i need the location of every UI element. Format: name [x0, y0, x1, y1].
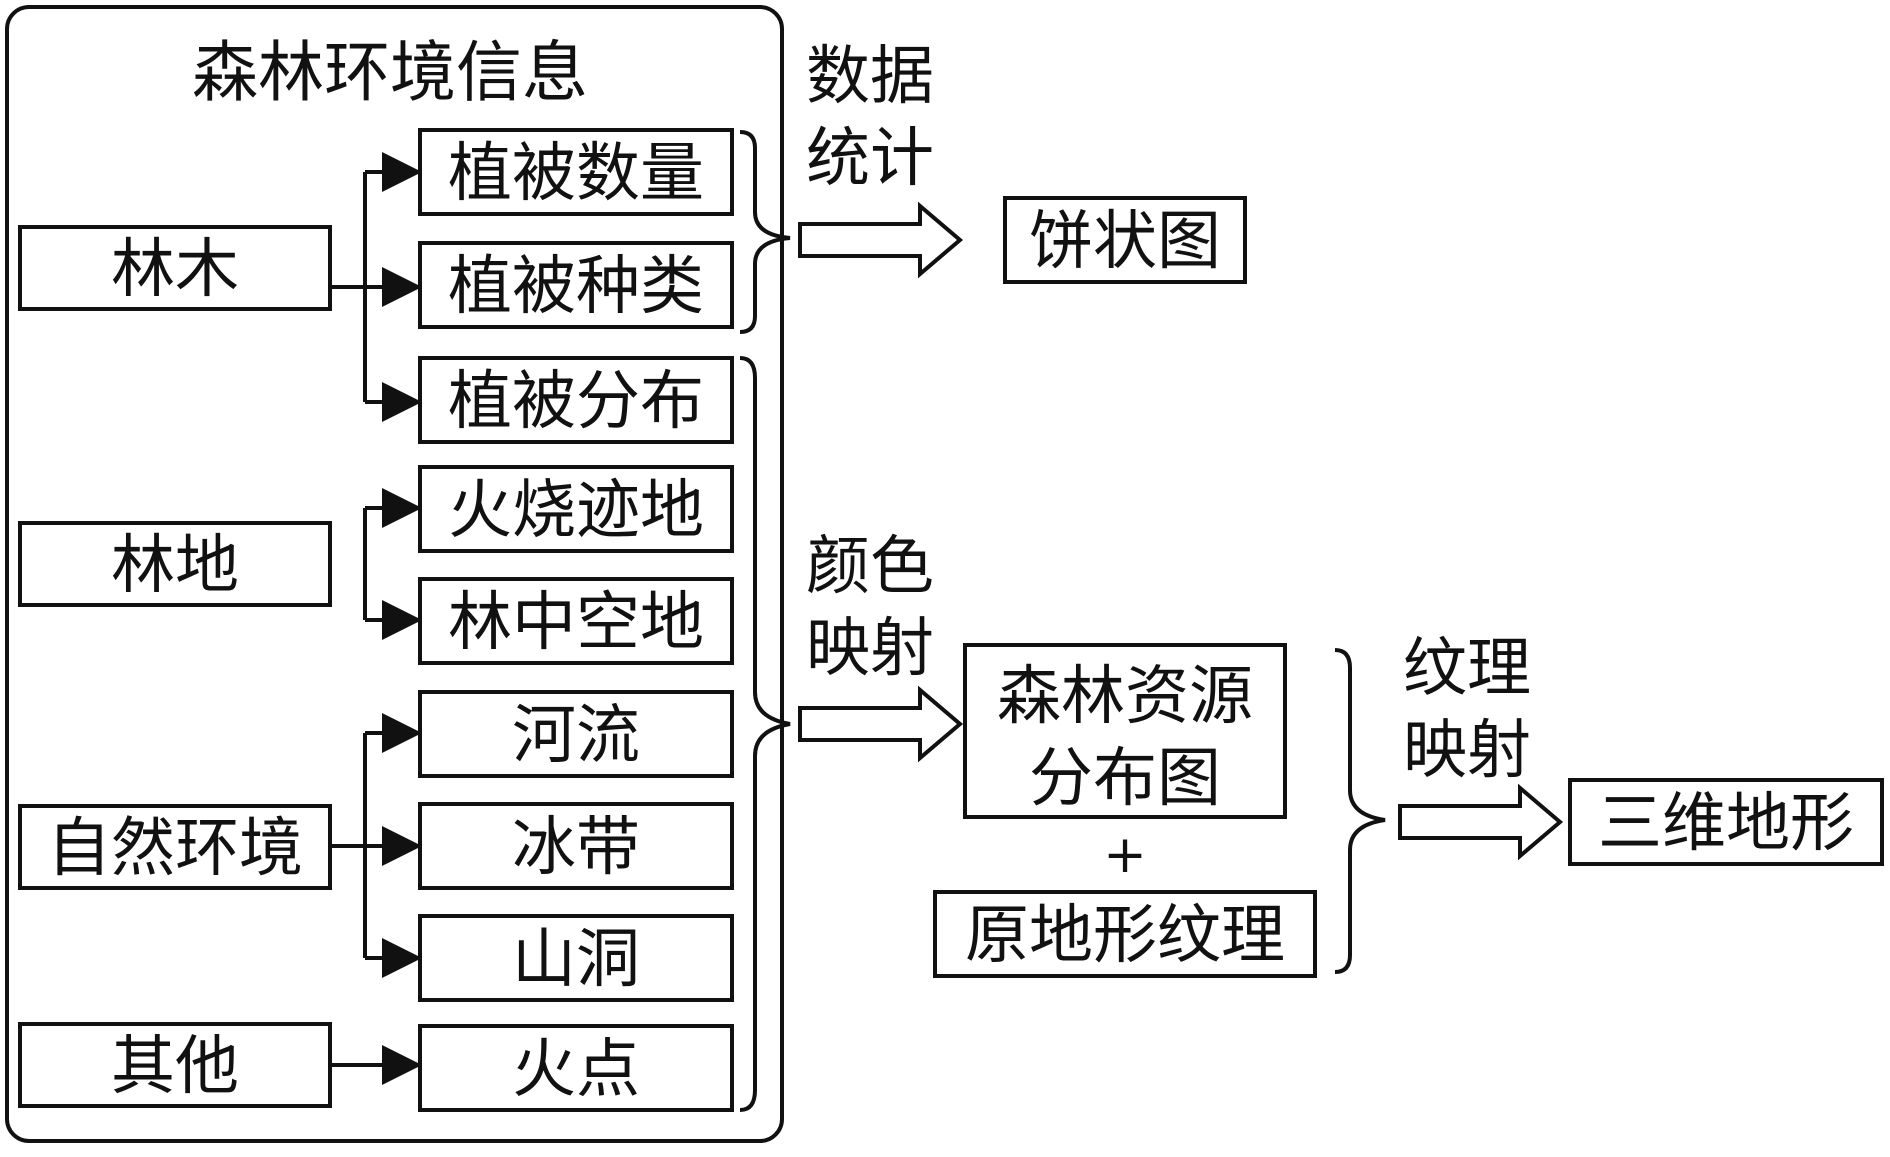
category-natural-env: 自然环境	[18, 804, 332, 890]
output-orig-texture-label: 原地形纹理	[965, 899, 1285, 973]
label-data-stats-line1: 数据	[806, 40, 934, 114]
connector-natural-env	[330, 713, 422, 978]
plus-sign: +	[1103, 825, 1147, 885]
category-forest-trees: 林木	[18, 225, 332, 311]
item-veg-types: 植被种类	[418, 241, 734, 329]
item-burned-land: 火烧迹地	[418, 465, 734, 553]
arrow-to-3d-terrain	[1398, 783, 1564, 861]
category-natural-env-label: 自然环境	[47, 812, 303, 886]
item-veg-distribution: 植被分布	[418, 356, 734, 444]
item-cave-label: 山洞	[512, 923, 640, 997]
item-cave: 山洞	[418, 914, 734, 1002]
output-pie-chart-label: 饼状图	[1029, 205, 1221, 279]
item-fire-point: 火点	[418, 1024, 734, 1112]
item-veg-distribution-label: 植被分布	[448, 365, 704, 439]
output-resource-map: 森林资源 分布图	[963, 643, 1287, 819]
output-3d-terrain: 三维地形	[1568, 778, 1884, 866]
item-clearing: 林中空地	[418, 577, 734, 665]
brace-color-mapping	[739, 356, 791, 1112]
output-resource-map-line1: 森林资源	[997, 660, 1253, 734]
item-burned-land-label: 火烧迹地	[448, 474, 704, 548]
label-data-stats-line2: 统计	[806, 122, 934, 196]
output-pie-chart: 饼状图	[1003, 196, 1247, 284]
item-rivers: 河流	[418, 690, 734, 778]
output-orig-texture: 原地形纹理	[933, 890, 1317, 978]
group-title: 森林环境信息	[192, 34, 588, 111]
connector-forest-land	[363, 488, 422, 640]
brace-texture-mapping	[1334, 648, 1386, 974]
item-fire-point-label: 火点	[512, 1033, 640, 1107]
forest-env-info-group	[5, 5, 784, 1143]
item-glacier: 冰带	[418, 802, 734, 890]
arrow-to-pie-chart	[798, 201, 964, 279]
output-3d-terrain-label: 三维地形	[1598, 787, 1854, 861]
item-veg-types-label: 植被种类	[448, 250, 704, 324]
item-veg-count-label: 植被数量	[448, 137, 704, 211]
label-texture-mapping-line1: 纹理	[1403, 632, 1531, 706]
category-forest-land: 林地	[18, 521, 332, 607]
item-clearing-label: 林中空地	[448, 586, 704, 660]
arrow-to-resource-map	[798, 685, 964, 763]
category-forest-land-label: 林地	[111, 529, 239, 603]
label-texture-mapping-line2: 映射	[1403, 714, 1531, 788]
item-glacier-label: 冰带	[512, 811, 640, 885]
category-forest-trees-label: 林木	[111, 233, 239, 307]
brace-data-stats	[739, 130, 791, 334]
output-resource-map-line2: 分布图	[1029, 742, 1221, 816]
category-other-label: 其他	[111, 1030, 239, 1104]
item-rivers-label: 河流	[512, 699, 640, 773]
label-color-mapping-line2: 映射	[806, 612, 934, 686]
connector-forest-trees	[330, 152, 422, 422]
label-color-mapping-line1: 颜色	[806, 530, 934, 604]
item-veg-count: 植被数量	[418, 128, 734, 216]
category-other: 其他	[18, 1022, 332, 1108]
